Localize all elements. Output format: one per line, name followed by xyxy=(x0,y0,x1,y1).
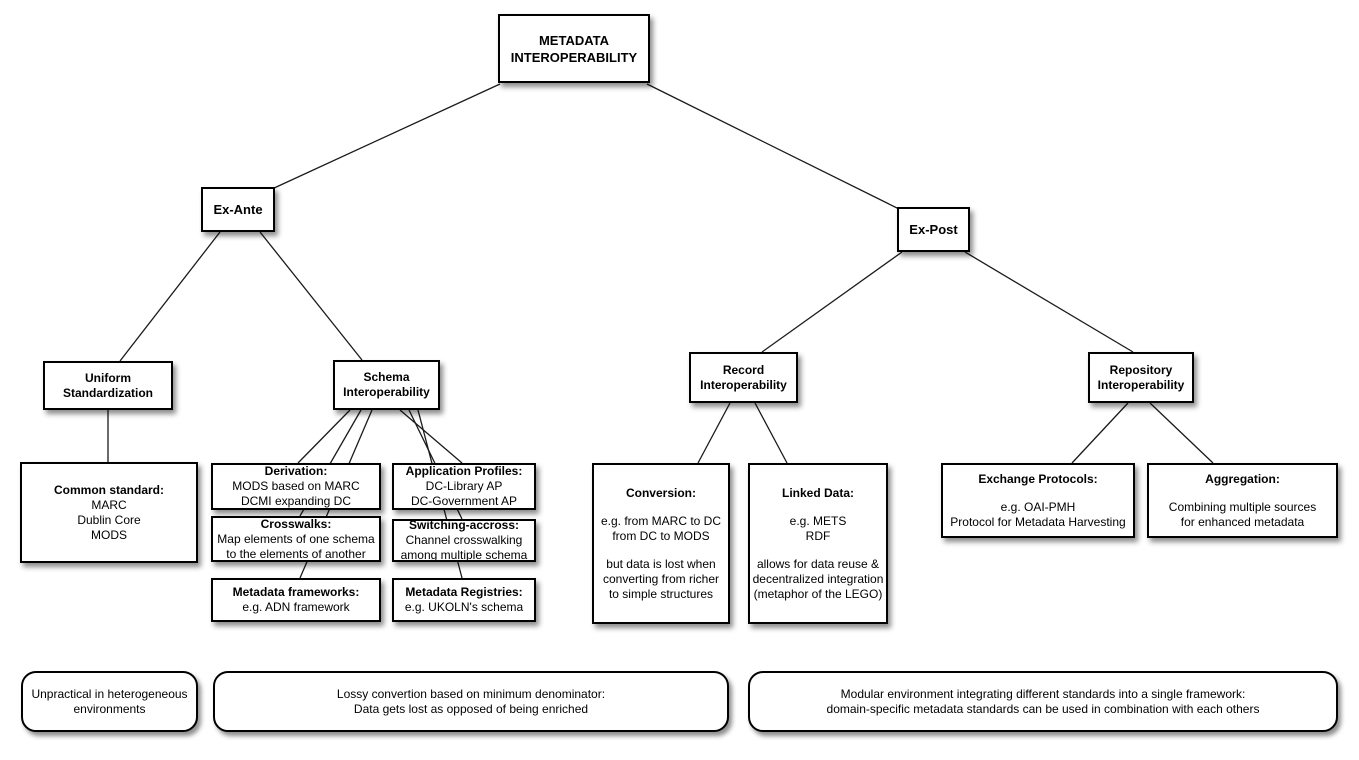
node-paragraph: but data is lost when converting from ri… xyxy=(603,557,719,602)
node-text-line: e.g. OAI-PMH xyxy=(1000,499,1076,514)
note-text-line: domain-specific metadata standards can b… xyxy=(826,701,1260,716)
node-text-line: Interoperability xyxy=(700,377,787,392)
note-schema: Lossy convertion based on minimum denomi… xyxy=(213,671,729,732)
node-crosswalks: Crosswalks: Map elements of one schema t… xyxy=(211,516,381,562)
node-text-line: INTEROPERABILITY xyxy=(510,49,638,65)
edge-record-linkeddata xyxy=(754,402,788,464)
node-text-line: DCMI expanding DC xyxy=(240,494,352,508)
note-ex-post: Modular environment integrating differen… xyxy=(748,671,1338,732)
node-text-line: for enhanced metadata xyxy=(1180,514,1305,529)
node-title: Switching-accross: xyxy=(408,518,520,532)
node-text-line: DC-Government AP xyxy=(410,494,518,508)
node-title: Crosswalks: xyxy=(260,516,332,531)
node-text-line: Uniform xyxy=(85,370,131,385)
node-text-line: e.g. ADN framework xyxy=(242,600,350,614)
node-text-line: Interoperability xyxy=(1097,377,1185,392)
node-switching-accross: Switching-accross: Channel crosswalking … xyxy=(392,518,536,562)
edge-metadata-exante xyxy=(271,83,501,190)
node-text-line: e.g. UKOLN's schema xyxy=(404,600,524,614)
node-text-line: to the elements of another xyxy=(226,546,366,561)
edge-schema-derivation xyxy=(297,409,351,464)
node-title: Conversion: xyxy=(625,485,696,500)
node-text-line: e.g. METS xyxy=(789,513,847,528)
node-common-standard: Common standard: MARC Dublin Core MODS xyxy=(20,462,198,563)
node-paragraph: Combining multiple sources for enhanced … xyxy=(1169,500,1316,530)
node-ex-post: Ex-Post xyxy=(897,207,970,252)
node-paragraph: e.g. OAI-PMH Protocol for Metadata Harve… xyxy=(950,500,1125,530)
edge-repository-exchange xyxy=(1071,402,1129,464)
note-text-line: Data gets lost as opposed of being enric… xyxy=(353,701,589,716)
note-text-line: Lossy convertion based on minimum denomi… xyxy=(336,686,606,701)
node-text-line: MARC xyxy=(91,497,127,512)
node-text-line: among multiple schema xyxy=(400,548,528,562)
node-text-line: converting from richer xyxy=(602,571,720,586)
node-text-line: Ex-Post xyxy=(909,222,958,237)
node-title: Application Profiles: xyxy=(405,464,523,478)
edge-metadata-expost xyxy=(646,83,900,210)
edge-exante-schema xyxy=(259,231,363,361)
node-title: Common standard: xyxy=(53,482,164,497)
note-ex-ante: Unpractical in heterogeneous environment… xyxy=(21,671,198,732)
node-derivation: Derivation: MODS based on MARC DCMI expa… xyxy=(211,463,381,510)
edge-expost-repository xyxy=(964,251,1134,353)
node-text-line: DC-Library AP xyxy=(425,479,503,493)
note-text-line: Modular environment integrating differen… xyxy=(840,686,1246,701)
node-text-line: Dublin Core xyxy=(77,512,141,527)
node-title: Aggregation: xyxy=(1205,471,1280,486)
edge-expost-record xyxy=(761,251,903,353)
node-text-line: Combining multiple sources xyxy=(1168,499,1317,514)
edge-repository-aggregation xyxy=(1149,402,1214,464)
node-text-line: Ex-Ante xyxy=(213,202,263,217)
node-text-line: RDF xyxy=(805,528,831,543)
node-exchange-protocols: Exchange Protocols: e.g. OAI-PMH Protoco… xyxy=(941,463,1135,538)
node-title: Derivation: xyxy=(264,464,328,478)
node-aggregation: Aggregation: Combining multiple sources … xyxy=(1147,463,1338,538)
node-text-line: Standardization xyxy=(62,385,153,400)
node-title: Exchange Protocols: xyxy=(978,471,1098,486)
node-text-line: Map elements of one schema xyxy=(217,531,375,546)
node-text-line: Interoperability xyxy=(343,385,430,399)
node-text-line: Schema xyxy=(363,370,410,384)
node-linked-data: Linked Data: e.g. METS RDF allows for da… xyxy=(748,463,888,624)
node-text-line: Channel crosswalking xyxy=(405,533,523,547)
node-paragraph: e.g. METS RDF xyxy=(790,514,847,544)
node-text-line: MODS based on MARC xyxy=(232,479,360,493)
edge-schema-appprofiles xyxy=(399,409,463,464)
node-schema-interoperability: Schema Interoperability xyxy=(333,360,440,410)
node-title: Metadata Registries: xyxy=(405,585,523,599)
node-ex-ante: Ex-Ante xyxy=(201,187,275,232)
edge-record-conversion xyxy=(697,402,731,464)
node-application-profiles: Application Profiles: DC-Library AP DC-G… xyxy=(392,463,536,510)
node-text-line: decentralized integration xyxy=(752,571,884,586)
node-metadata-registries: Metadata Registries: e.g. UKOLN's schema xyxy=(392,578,536,622)
node-record-interoperability: Record Interoperability xyxy=(689,352,798,403)
node-uniform-standardization: Uniform Standardization xyxy=(43,361,173,410)
note-text-line: Unpractical in heterogeneous xyxy=(31,686,188,701)
node-text-line: Protocol for Metadata Harvesting xyxy=(950,514,1126,529)
node-text-line: e.g. from MARC to DC xyxy=(600,513,722,528)
node-text-line: but data is lost when xyxy=(606,556,716,571)
edge-exante-uniform xyxy=(119,231,221,362)
node-repository-interoperability: Repository Interoperability xyxy=(1088,352,1194,403)
node-text-line: MODS xyxy=(91,527,127,542)
node-title: Linked Data: xyxy=(781,485,854,500)
node-text-line: Record xyxy=(722,362,765,377)
node-text-line: allows for data reuse & xyxy=(756,556,880,571)
node-text-line: to simple structures xyxy=(608,586,714,601)
node-paragraph: e.g. from MARC to DC from DC to MODS xyxy=(601,514,721,544)
node-text-line: (metaphor of the LEGO) xyxy=(753,586,883,601)
node-text-line: Repository xyxy=(1109,362,1173,377)
node-paragraph: allows for data reuse & decentralized in… xyxy=(753,557,884,602)
node-conversion: Conversion: e.g. from MARC to DC from DC… xyxy=(592,463,730,624)
node-text-line: METADATA xyxy=(538,32,610,48)
note-text-line: environments xyxy=(73,701,146,716)
node-title: Metadata frameworks: xyxy=(232,585,360,599)
node-metadata-interoperability: METADATA INTEROPERABILITY xyxy=(498,14,650,83)
node-metadata-frameworks: Metadata frameworks: e.g. ADN framework xyxy=(211,578,381,622)
node-text-line: from DC to MODS xyxy=(612,528,710,543)
